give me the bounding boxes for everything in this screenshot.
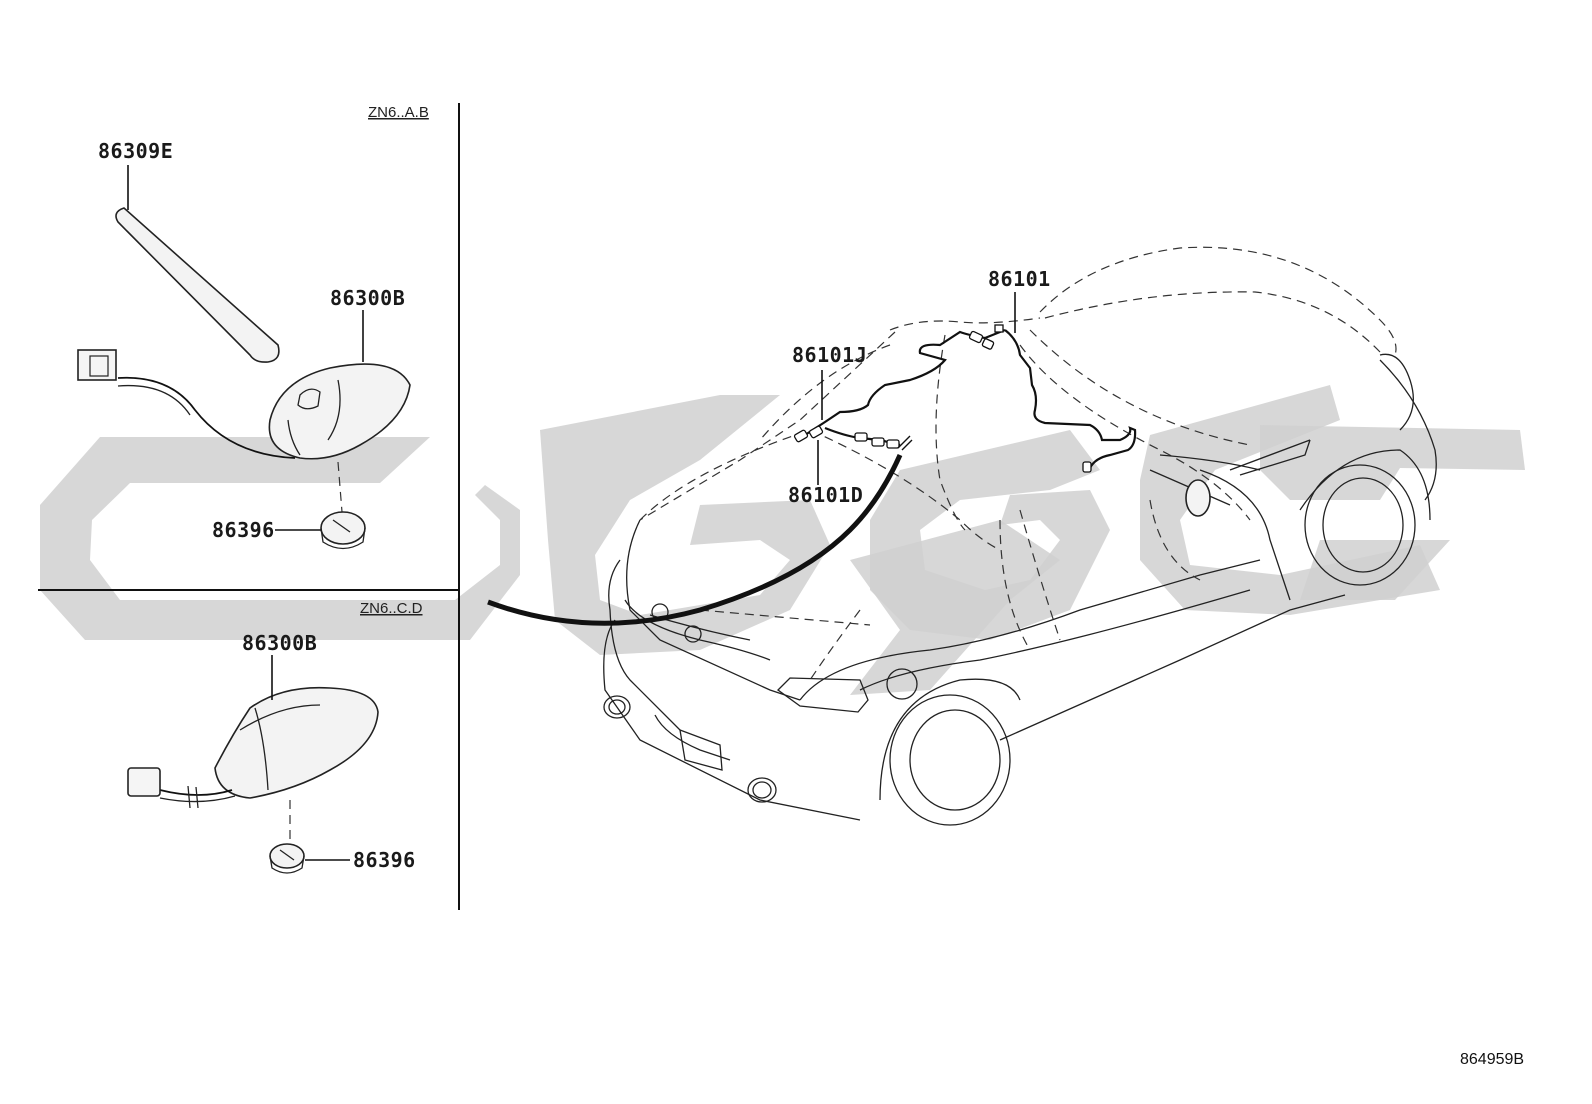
label-86101J: 86101J [792, 343, 867, 367]
rod-antenna [115, 165, 280, 363]
reference-code: 864959B [1460, 1051, 1524, 1068]
pad-upper [275, 511, 366, 550]
connecting-arc [487, 453, 903, 626]
label-86101D: 86101D [788, 483, 863, 507]
antenna-base-upper [77, 310, 411, 460]
dashed-guide-upper [337, 461, 343, 513]
pad-lower [269, 843, 350, 874]
label-86396-lower: 86396 [353, 848, 416, 872]
antenna-cord [793, 292, 1137, 485]
antenna-base-lower [127, 655, 379, 809]
car-outline [603, 246, 1437, 826]
label-86300B-upper: 86300B [330, 286, 405, 310]
label-86101: 86101 [988, 267, 1051, 291]
label-86396-upper: 86396 [212, 518, 275, 542]
variant-label-upper: ZN6..A.B [368, 104, 429, 121]
label-86309E: 86309E [98, 139, 173, 163]
label-86300B-lower: 86300B [242, 631, 317, 655]
variant-label-lower: ZN6..C.D [360, 600, 423, 617]
